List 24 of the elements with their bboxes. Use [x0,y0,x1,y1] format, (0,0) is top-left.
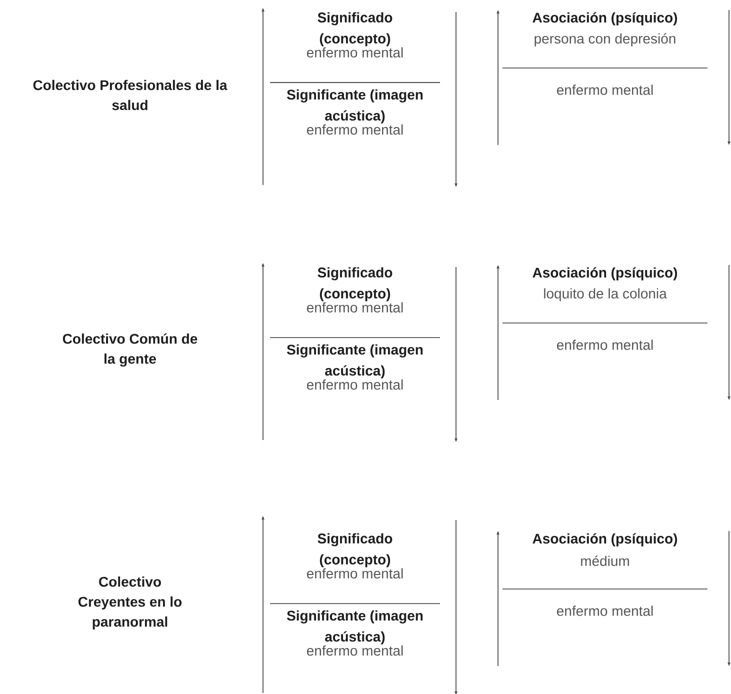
heading: Asociación (psíquico) [532,267,678,280]
term: enfermo mental [306,47,403,58]
group-label: Colectivo Común de la gente [62,333,198,367]
term: enfermo mental [556,84,653,95]
heading: Significado (concepto) [318,12,392,46]
term: enfermo mental [556,340,653,350]
term: loquito de la colonia [544,288,667,302]
group-label: Colectivo Creyentes en lo paranormal [78,576,182,630]
heading: Significado (concepto) [318,267,392,302]
heading: Significado (concepto) [318,533,392,568]
heading: Asociación (psíquico) [532,12,678,26]
term: enfermo mental [306,568,403,579]
heading: Significante (imagen acústica) [286,610,423,644]
term: médium [581,556,629,566]
term: persona con depresión [534,33,676,46]
heading: Significante (imagen acústica) [286,344,423,378]
term: enfermo mental [306,645,403,656]
heading: Significante (imagen acústica) [286,89,423,124]
group-label: Colectivo Profesionales de la salud [33,80,228,110]
term: enfermo mental [306,379,403,390]
term: enfermo mental [306,124,403,135]
heading: Asociación (psíquico) [532,533,678,546]
term: enfermo mental [556,606,653,616]
term: enfermo mental [306,302,403,313]
